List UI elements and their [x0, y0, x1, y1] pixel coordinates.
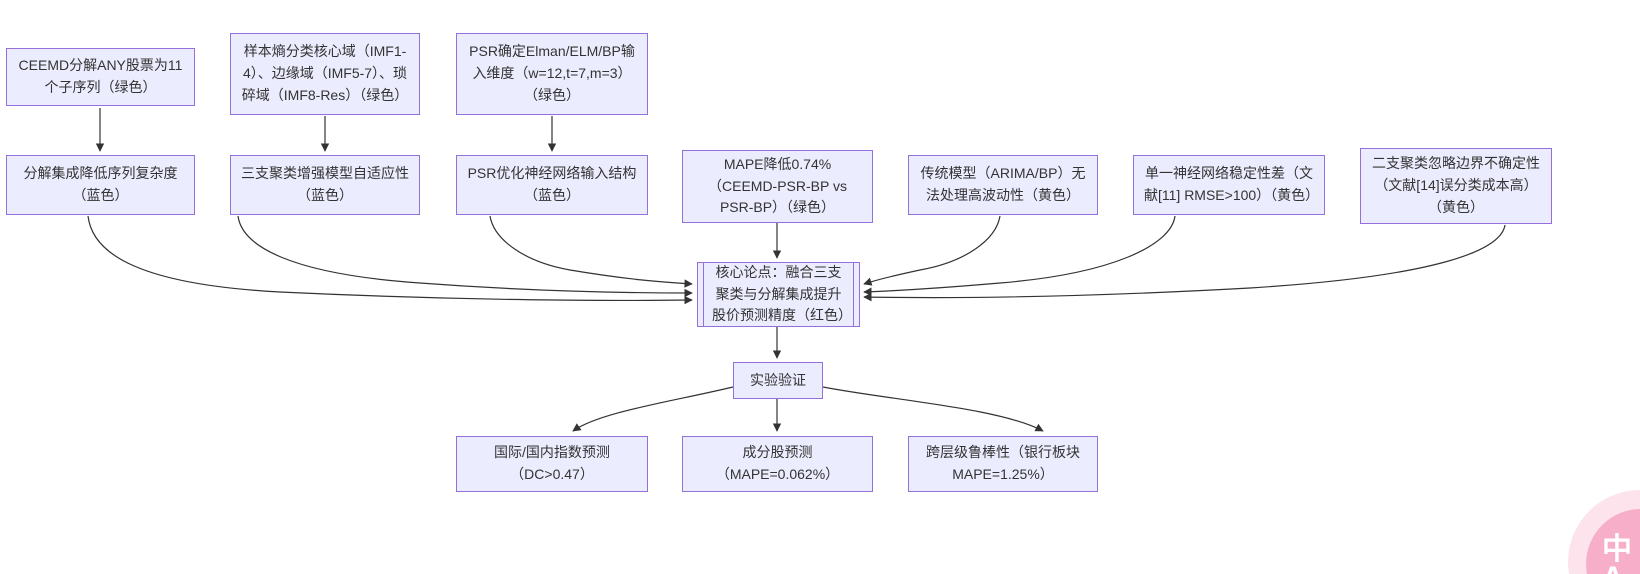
edge-J-K — [863, 224, 1506, 302]
node-label: 核心论点：融合三支聚类与分解集成提升股价预测精度（红色） — [712, 263, 852, 324]
edge-I-K — [863, 215, 1176, 296]
node-label: 三支聚类增强模型自适应性（蓝色） — [241, 165, 409, 203]
node-experiment-validation: 实验验证 — [733, 362, 823, 399]
node-traditional-limit: 传统模型（ARIMA/BP）无法处理高波动性（黄色） — [908, 155, 1098, 215]
node-index-prediction: 国际/国内指数预测（DC>0.47） — [456, 436, 648, 492]
node-label: MAPE降低0.74%（CEEMD-PSR-BP vs PSR-BP）（绿色） — [708, 155, 847, 216]
node-label: PSR优化神经网络输入结构（蓝色） — [467, 165, 637, 203]
edge-E-K — [237, 215, 693, 298]
translate-badge-en: A — [1602, 563, 1640, 574]
node-label: 单一神经网络稳定性差（文献[11] RMSE>100）（黄色） — [1144, 165, 1320, 203]
node-mape-improvement: MAPE降低0.74%（CEEMD-PSR-BP vs PSR-BP）（绿色） — [682, 150, 873, 223]
node-label: 二支聚类忽略边界不确定性（文献[14]误分类成本高）（黄色） — [1372, 155, 1540, 215]
node-label: 样本熵分类核心域（IMF1-4）、边缘域（IMF5-7）、琐碎域（IMF8-Re… — [241, 43, 409, 103]
edge-L-O — [822, 386, 1044, 432]
node-label: 分解集成降低序列复杂度（蓝色） — [23, 165, 178, 203]
translate-badge-cn: 中 — [1602, 532, 1632, 566]
node-sample-entropy: 样本熵分类核心域（IMF1-4）、边缘域（IMF5-7）、琐碎域（IMF8-Re… — [230, 33, 420, 115]
node-label: 跨层级鲁棒性（银行板块MAPE=1.25%） — [926, 444, 1080, 482]
node-psr-structure: PSR优化神经网络输入结构（蓝色） — [456, 155, 648, 215]
edge-H-K — [863, 215, 1001, 286]
node-psr-dimension: PSR确定Elman/ELM/BP输入维度（w=12,t=7,m=3）（绿色） — [456, 33, 648, 115]
node-label: 成分股预测（MAPE=0.062%） — [715, 444, 840, 482]
edge-D-K — [87, 215, 693, 305]
node-robustness: 跨层级鲁棒性（银行板块MAPE=1.25%） — [908, 436, 1098, 492]
node-core-thesis: 核心论点：融合三支聚类与分解集成提升股价预测精度（红色） — [697, 262, 860, 327]
node-constituent-prediction: 成分股预测（MAPE=0.062%） — [682, 436, 873, 492]
node-single-nn-instability: 单一神经网络稳定性差（文献[11] RMSE>100）（黄色） — [1133, 155, 1325, 215]
node-three-way-adaptive: 三支聚类增强模型自适应性（蓝色） — [230, 155, 420, 215]
edge-F-K — [489, 215, 693, 288]
edge-L-M — [572, 386, 734, 432]
node-ceemd-decompose: CEEMD分解ANY股票为11个子序列（绿色） — [6, 48, 195, 106]
node-label: CEEMD分解ANY股票为11个子序列（绿色） — [18, 57, 183, 95]
node-label: 实验验证 — [750, 371, 806, 388]
node-two-way-limit: 二支聚类忽略边界不确定性（文献[14]误分类成本高）（黄色） — [1360, 148, 1552, 224]
node-label: PSR确定Elman/ELM/BP输入维度（w=12,t=7,m=3）（绿色） — [469, 43, 635, 103]
node-label: 国际/国内指数预测（DC>0.47） — [494, 444, 610, 482]
node-decompose-complexity: 分解集成降低序列复杂度（蓝色） — [6, 155, 195, 215]
translate-badge-button[interactable]: 中 A — [1586, 509, 1640, 574]
node-label: 传统模型（ARIMA/BP）无法处理高波动性（黄色） — [920, 165, 1086, 203]
